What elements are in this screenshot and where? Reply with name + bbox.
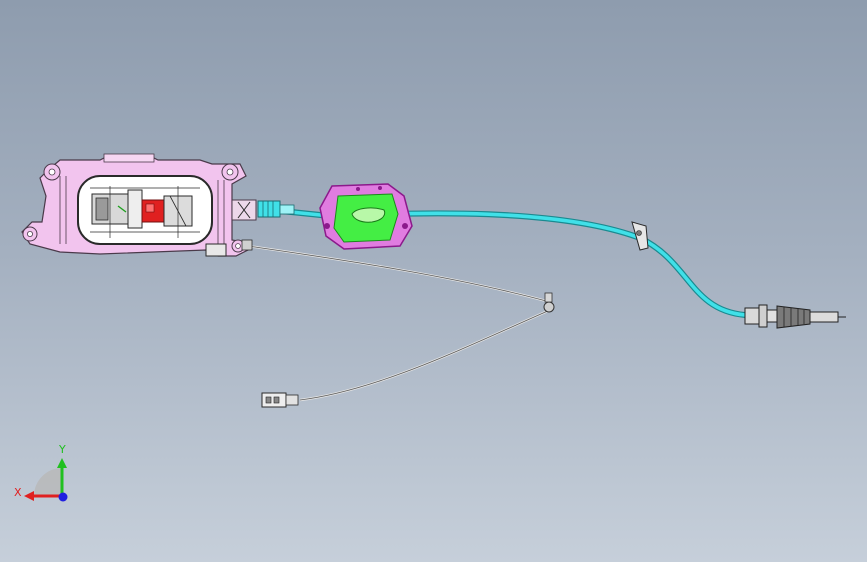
sensor-wire[interactable]: [247, 244, 555, 402]
axis-y-label: Y: [59, 443, 66, 456]
actuator-housing[interactable]: [21, 153, 257, 257]
wire-connector[interactable]: [261, 392, 299, 408]
cable-clip-bracket[interactable]: [319, 183, 413, 250]
axis-x-label: X: [14, 486, 22, 499]
cable-end-boot[interactable]: [744, 304, 846, 329]
